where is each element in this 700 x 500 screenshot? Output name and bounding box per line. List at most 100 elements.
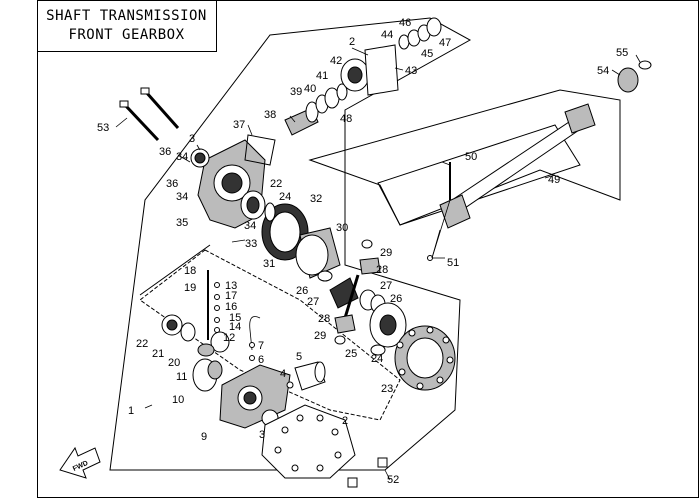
nut-51 <box>427 255 433 261</box>
callout-24: 24 <box>371 353 383 365</box>
assembly-outline-main <box>109 17 472 471</box>
hose-8 <box>249 316 261 351</box>
callout-21: 21 <box>152 348 164 360</box>
ring-41 <box>336 83 348 101</box>
callout-35: 35 <box>176 217 188 229</box>
callout-16: 16 <box>225 301 237 313</box>
callout-47: 47 <box>439 37 451 49</box>
callout-32: 32 <box>310 193 322 205</box>
callout-22: 22 <box>270 178 282 190</box>
callout-4: 4 <box>280 368 286 380</box>
bracket-2-top <box>364 44 399 96</box>
callout-40: 40 <box>304 83 316 95</box>
drive-shaft-inner-outline <box>377 124 581 226</box>
callout-28: 28 <box>376 264 388 276</box>
callout-34: 34 <box>244 220 256 232</box>
assembly-outline-lower <box>139 244 211 296</box>
callout-27: 27 <box>307 296 319 308</box>
callout-51: 51 <box>447 257 459 269</box>
callout-3: 3 <box>259 429 265 441</box>
pinion-38 <box>284 101 319 136</box>
callout-9: 9 <box>201 431 207 443</box>
callout-43: 43 <box>405 65 417 77</box>
callout-42: 42 <box>330 55 342 67</box>
callout-34: 34 <box>176 191 188 203</box>
callout-53: 53 <box>97 122 109 134</box>
bearing-21 <box>180 322 196 342</box>
callout-29: 29 <box>380 247 392 259</box>
callout-41: 41 <box>316 70 328 82</box>
cover-23 <box>394 325 456 391</box>
title-line-1: SHAFT TRANSMISSION <box>46 7 207 24</box>
washer-26-top <box>317 270 333 282</box>
callout-14: 14 <box>229 321 241 333</box>
callout-18: 18 <box>184 265 196 277</box>
callout-37: 37 <box>233 119 245 131</box>
clip-52a <box>377 457 388 468</box>
leader-lines <box>115 47 641 481</box>
callout-34: 34 <box>176 151 188 163</box>
callout-55: 55 <box>616 47 628 59</box>
callout-25: 25 <box>345 348 357 360</box>
gasket-37 <box>244 134 276 166</box>
callout-36: 36 <box>166 178 178 190</box>
pinion-28b <box>334 314 356 334</box>
diagram-frame <box>37 0 699 498</box>
callout-22: 22 <box>136 338 148 350</box>
ring-12 <box>210 331 230 353</box>
callout-23: 23 <box>381 383 393 395</box>
washer-29b <box>334 335 346 345</box>
fork-20 <box>197 343 215 357</box>
diff-case-25 <box>369 302 407 348</box>
seal-44 <box>398 34 410 50</box>
callout-31: 31 <box>263 258 275 270</box>
diff-case-30 <box>295 227 341 279</box>
pinion-28-top <box>359 257 381 275</box>
drive-shaft-49 <box>439 103 596 229</box>
callout-28: 28 <box>318 313 330 325</box>
callout-38: 38 <box>264 109 276 121</box>
callout-29: 29 <box>314 330 326 342</box>
clip-52b <box>347 477 358 488</box>
callout-27: 27 <box>380 280 392 292</box>
callout-11: 11 <box>176 371 187 383</box>
callout-54: 54 <box>597 65 609 77</box>
clip-55 <box>638 60 652 70</box>
callout-13: 13 <box>225 280 237 292</box>
callout-26: 26 <box>296 285 308 297</box>
callout-17: 17 <box>225 290 237 302</box>
callout-46: 46 <box>399 17 411 29</box>
flange-42 <box>340 58 370 92</box>
callout-36: 36 <box>159 146 171 158</box>
callout-3: 3 <box>189 133 195 145</box>
seal-47 <box>426 17 442 37</box>
callout-52: 52 <box>387 474 399 486</box>
oring-4 <box>286 381 294 389</box>
callout-15: 15 <box>229 312 241 324</box>
callout-26: 26 <box>390 293 402 305</box>
callout-5: 5 <box>296 351 302 363</box>
actuator-5 <box>294 361 326 391</box>
title-box: SHAFT TRANSMISSION FRONT GEARBOX <box>37 0 217 52</box>
gasket-2-bottom <box>261 404 356 479</box>
washer-24b <box>370 344 386 356</box>
callout-24: 24 <box>279 191 291 203</box>
callout-33: 33 <box>245 238 257 250</box>
callout-10: 10 <box>172 394 184 406</box>
washer-24-top <box>264 202 276 222</box>
assembly-outline-housing <box>139 249 401 421</box>
drive-shaft-outline <box>308 89 621 226</box>
callout-2: 2 <box>349 36 355 48</box>
boot-54 <box>617 67 639 93</box>
callout-30: 30 <box>336 222 348 234</box>
callout-19: 19 <box>184 282 196 294</box>
callout-7: 7 <box>258 340 264 352</box>
title-line-2: FRONT GEARBOX <box>68 26 185 43</box>
callout-labels: 1 2 2 3 3 4 5 6 7 9 10 11 12 13 14 15 16… <box>97 17 628 486</box>
callout-12: 12 <box>223 332 235 344</box>
callout-48: 48 <box>340 113 352 125</box>
callout-49: 49 <box>548 174 560 186</box>
callout-1: 1 <box>128 405 134 417</box>
callout-50: 50 <box>465 151 477 163</box>
